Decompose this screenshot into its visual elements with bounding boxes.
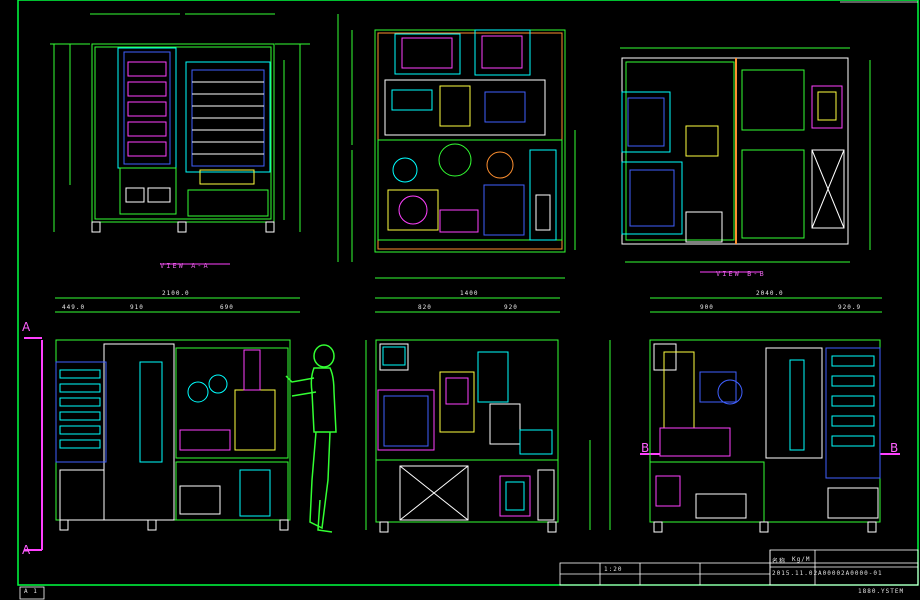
side-elevation-operator	[24, 297, 337, 551]
dim-right-a: 900	[700, 304, 714, 311]
dim-right-b: 920.9	[838, 304, 862, 311]
dim-top-left-total: 2100.0	[162, 290, 190, 297]
front-elevation	[365, 297, 611, 533]
view-aa-elevation	[50, 13, 310, 265]
section-marker-b-right: B	[890, 441, 900, 455]
drawing-frame	[17, 0, 919, 586]
dim-top-left-c: 690	[220, 304, 234, 311]
sheet-label: A 1	[24, 588, 38, 595]
dim-top-left-a: 449.0	[62, 304, 86, 311]
dim-mid-front-b: 920	[504, 304, 518, 311]
side-elevation-b	[640, 297, 900, 533]
title-block-revision: A00002A0000-01	[818, 570, 883, 577]
plan-view-center	[337, 14, 576, 279]
title-block-scale: 1:20	[604, 566, 623, 573]
sheet-label-box	[19, 586, 45, 600]
title-block-weight-label: Kg/M	[792, 556, 811, 563]
title-block-drawing-no: 1880.YSTEM	[858, 588, 905, 595]
section-marker-b-left: B	[641, 441, 651, 455]
view-bb-label: VIEW B-B	[716, 270, 766, 278]
dim-top-left-b: 910	[130, 304, 144, 311]
title-block-name-label: 名称	[772, 558, 787, 565]
dim-mid-front-a: 820	[418, 304, 432, 311]
operator-figure	[285, 344, 337, 533]
section-marker-a-top: A	[22, 320, 32, 334]
title-block-date: 2015.11.02	[772, 570, 819, 577]
view-aa-label: VIEW A-A	[160, 262, 210, 270]
view-bb-plan	[620, 47, 871, 273]
section-marker-a-bottom: A	[22, 543, 32, 557]
title-block	[559, 549, 919, 586]
dim-mid-front-total: 1400	[460, 290, 479, 297]
dim-right-total: 2040.0	[756, 290, 784, 297]
